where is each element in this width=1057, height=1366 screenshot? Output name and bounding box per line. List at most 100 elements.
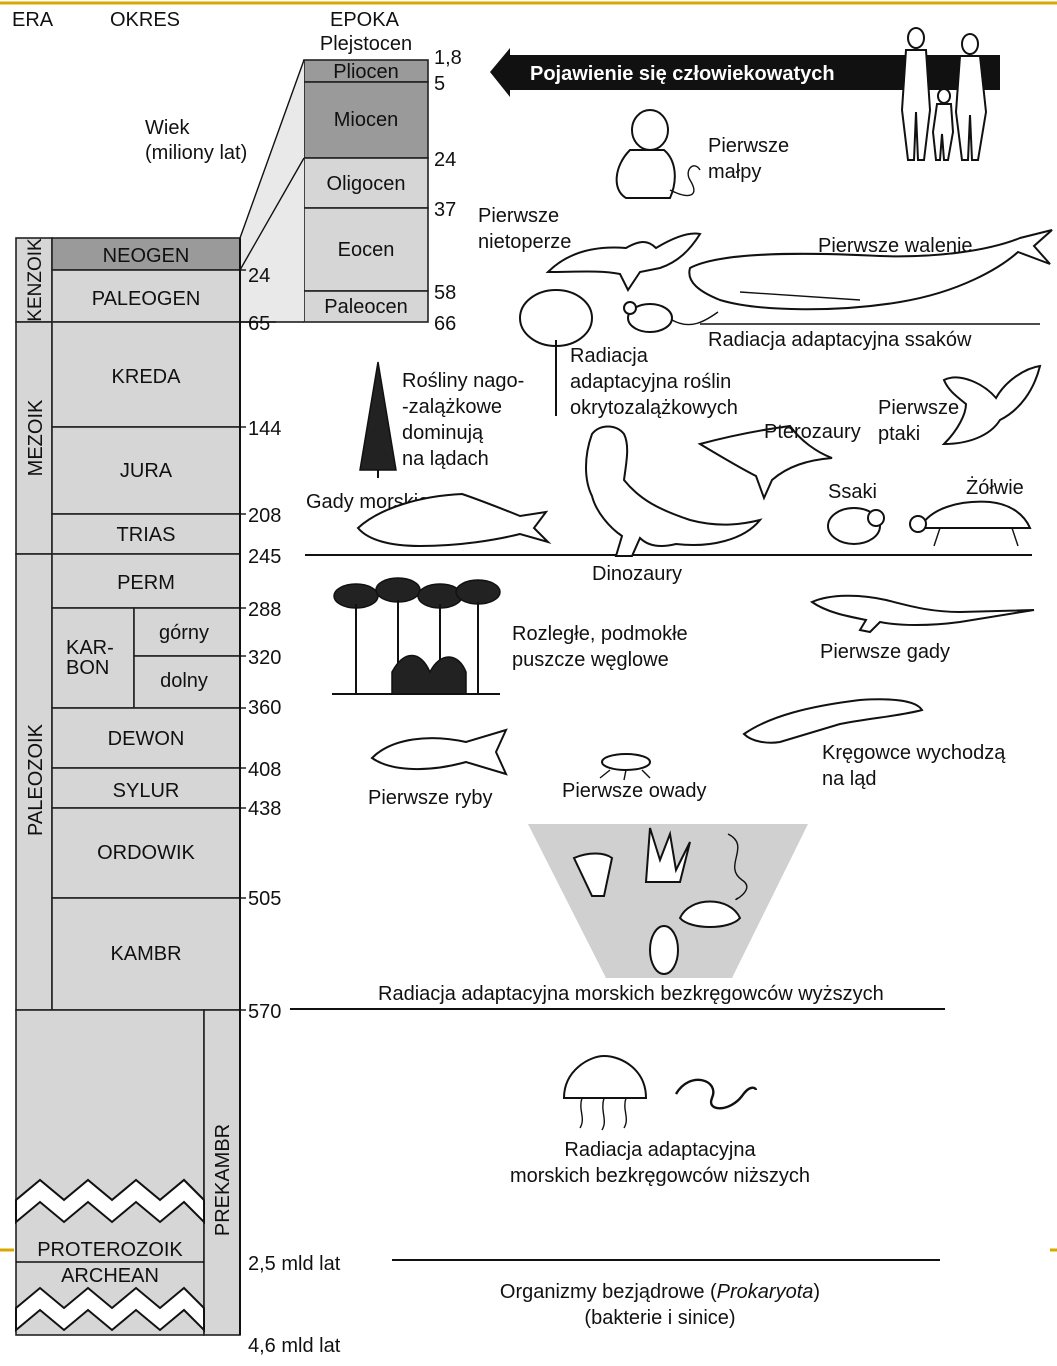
event-dinosaurs: Dinozaury: [592, 563, 682, 585]
era-mezoik-cell: [15, 321, 53, 555]
epoch-age-1-8: 1,8: [434, 47, 462, 69]
period-jura: JURA: [120, 460, 173, 482]
period-jura-cell: [51, 426, 241, 515]
humans-arrow: [490, 48, 1000, 97]
epoch-age-66: 66: [434, 313, 456, 335]
marine-reptile-icon: [356, 492, 552, 548]
zoom-connector-mid: [239, 157, 305, 271]
age-ticks: [240, 269, 276, 1011]
epoch-pliocen: Pliocen: [333, 61, 399, 83]
event-whales: Pierwsze walenie: [818, 235, 973, 257]
pterosaur-icon: [697, 424, 833, 501]
period-ordowik: ORDOWIK: [97, 842, 195, 864]
epoch-eocen-cell: [303, 207, 429, 292]
age-360: 360: [248, 697, 281, 719]
event-pterosaurs: Pterozaury: [764, 421, 861, 443]
insect-icon: [599, 753, 651, 781]
bird-icon: [941, 364, 1042, 446]
header-period: OKRES: [110, 9, 180, 31]
epoch-paleocen: Paleocen: [324, 296, 407, 318]
invertebrate-icons: [572, 827, 748, 975]
zoom-connector: [240, 60, 304, 322]
zigzag-lower-fill: [15, 1286, 205, 1333]
main-column: KENZOIK MEZOIK PALEOZOIK PREKAMBR NEOGEN…: [15, 237, 241, 1336]
epoch-plejstocen: Plejstocen: [320, 33, 412, 55]
header-era: ERA: [12, 9, 54, 31]
period-paleogen-cell: [51, 269, 241, 323]
age-2-5-bln: 2,5 mld lat: [248, 1253, 341, 1275]
period-kreda: KREDA: [112, 366, 182, 388]
age-65: 65: [248, 313, 270, 335]
epoch-miocen: Miocen: [334, 109, 398, 131]
humans-icon: [900, 27, 988, 161]
event-mammals: Ssaki: [828, 481, 877, 503]
small-mammal-icon: [827, 507, 885, 545]
epoch-age-58: 58: [434, 282, 456, 304]
period-perm: PERM: [117, 572, 175, 594]
zoom-connector-top: [239, 59, 305, 239]
prokaryotes-text-b: ): [813, 1281, 820, 1303]
turtle-icon: [909, 500, 1032, 547]
epoch-eocen: Eocen: [338, 239, 395, 261]
age-408: 408: [248, 759, 281, 781]
era-proterozoik: PROTEROZOIK: [37, 1239, 183, 1261]
age-505: 505: [248, 888, 281, 910]
tree-icon: [519, 289, 593, 416]
era-paleozoik: PALEOZOIK: [25, 723, 47, 836]
prokaryotes-text-a: Organizmy bezjądrowe (: [500, 1281, 717, 1303]
epoch-column: Plejstocen Pliocen Miocen Oligocen Eocen…: [303, 33, 462, 335]
era-mezoik: MEZOIK: [25, 399, 47, 476]
period-sylur: SYLUR: [113, 780, 180, 802]
event-humans: Pojawienie się człowiekowatych: [530, 63, 835, 85]
dinosaur-icon: [585, 425, 763, 557]
event-first-insects: Pierwsze owady: [562, 780, 707, 802]
epoch-age-5: 5: [434, 73, 445, 95]
era-kenozoik: KENZOIK: [25, 238, 46, 322]
period-dolny-cell: [133, 655, 241, 709]
event-prokaryotes-sub: (bakterie i sinice): [584, 1307, 735, 1329]
conifer-icon: [359, 361, 397, 478]
period-trias: TRIAS: [117, 524, 176, 546]
era-paleozoik-cell: [15, 553, 53, 1011]
worm-icon: [674, 1078, 758, 1110]
monkey-icon: [615, 109, 701, 199]
header-age: Wiek(miliony lat): [145, 117, 247, 164]
fish-icon: [370, 728, 508, 776]
event-higher-invertebrates: Radiacja adaptacyjna morskich bezkręgowc…: [378, 983, 884, 1005]
period-kambr: KAMBR: [110, 943, 181, 965]
period-gorny: górny: [159, 622, 209, 644]
epoch-paleocen-cell: [303, 290, 429, 323]
event-first-fish: Pierwsze ryby: [368, 787, 492, 809]
period-dolny: dolny: [160, 670, 208, 692]
period-neogen: NEOGEN: [103, 245, 190, 267]
age-288: 288: [248, 599, 281, 621]
period-dewon: DEWON: [108, 728, 185, 750]
epoch-oligocen: Oligocen: [327, 173, 406, 195]
precambrian-label-cell: [203, 1009, 241, 1336]
epoch-age-37: 37: [434, 199, 456, 221]
event-first-reptiles: Pierwsze gady: [820, 641, 950, 663]
first-reptile-icon: [809, 594, 1035, 634]
event-mammal-radiation: Radiacja adaptacyjna ssaków: [708, 329, 972, 351]
event-prokaryotes: Organizmy bezjądrowe (Prokaryota): [500, 1281, 820, 1303]
period-perm-cell: [51, 553, 241, 609]
whale-icon: [688, 229, 1053, 311]
age-208: 208: [248, 505, 281, 527]
era-kenozoik-cell: [15, 237, 53, 323]
epoch-age-24: 24: [434, 149, 456, 171]
age-245: 245: [248, 546, 281, 568]
period-dewon-cell: [51, 707, 241, 769]
age-320: 320: [248, 647, 281, 669]
age-24: 24: [248, 265, 270, 287]
mouse-icon: [623, 301, 719, 333]
age-144: 144: [248, 418, 281, 440]
period-kambr-cell: [51, 897, 241, 1011]
